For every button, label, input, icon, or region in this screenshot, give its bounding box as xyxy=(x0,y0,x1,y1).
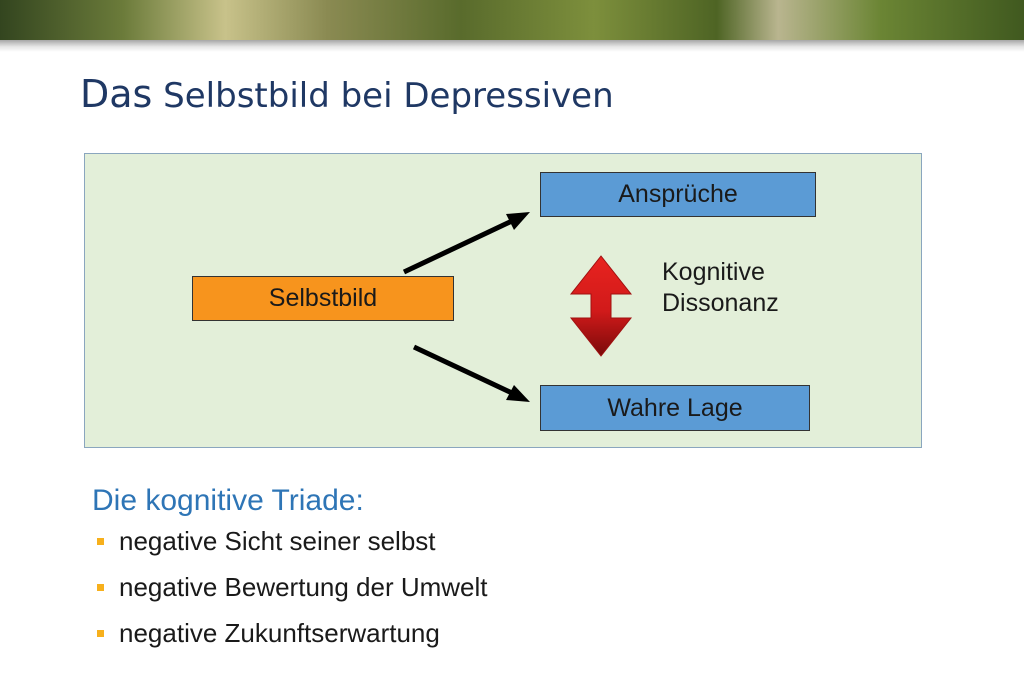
list-item-text: negative Zukunftserwartung xyxy=(119,618,440,648)
slide-title: Das Selbstbild bei Depressiven xyxy=(80,72,614,116)
bullet-square-icon xyxy=(97,584,104,591)
list-item-text: negative Sicht seiner selbst xyxy=(119,526,436,556)
list-item-text: negative Bewertung der Umwelt xyxy=(119,572,488,602)
arrow-to-claims xyxy=(402,212,530,275)
claims-box: Ansprüche xyxy=(540,172,816,217)
self-image-box: Selbstbild xyxy=(192,276,454,321)
header-shadow xyxy=(0,40,1024,52)
claims-label: Ansprüche xyxy=(618,180,738,208)
list-item: negative Zukunftserwartung xyxy=(92,614,488,660)
self-image-label: Selbstbild xyxy=(268,284,378,312)
bullet-square-icon xyxy=(97,630,104,637)
bullet-square-icon xyxy=(97,538,104,545)
dissonance-line-2: Dissonanz xyxy=(662,289,779,317)
triad-list: negative Sicht seiner selbst negative Be… xyxy=(92,522,488,660)
reality-label: Wahre Lage xyxy=(607,393,743,422)
arrow-to-reality xyxy=(412,344,530,402)
triad-heading: Die kognitive Triade: xyxy=(92,484,364,517)
cognitive-dissonance-label: Kognitive Dissonanz xyxy=(662,257,779,319)
reality-box: Wahre Lage xyxy=(540,385,810,431)
header-banner-image xyxy=(0,0,1024,40)
list-item: negative Sicht seiner selbst xyxy=(92,522,488,568)
slide-title-rest: Selbstbild bei Depressiven xyxy=(152,76,614,116)
dissonance-double-arrow-icon xyxy=(569,255,633,357)
list-item: negative Bewertung der Umwelt xyxy=(92,568,488,614)
dissonance-line-1: Kognitive xyxy=(662,258,765,286)
slide-title-first-word: Das xyxy=(80,72,153,116)
